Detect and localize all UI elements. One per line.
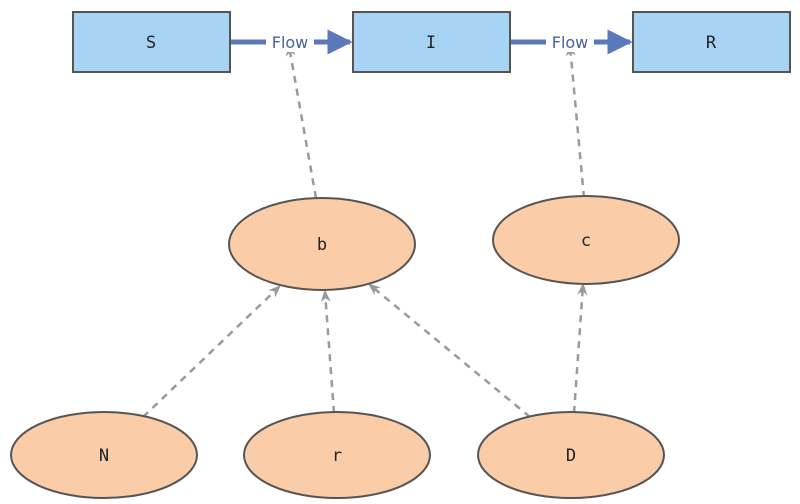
variable-b-ellipse[interactable] <box>228 197 416 291</box>
dependency-links <box>142 43 588 418</box>
variable-d[interactable]: D <box>477 411 665 499</box>
stock-r-label: R <box>706 33 717 53</box>
variable-d-ellipse[interactable] <box>477 411 665 499</box>
variable-d-label: D <box>566 446 576 466</box>
stock-s[interactable]: S <box>72 11 231 73</box>
variable-r-label: r <box>332 446 342 466</box>
flow-2-label-bg <box>546 32 594 52</box>
variable-b-label: b <box>317 235 327 255</box>
dependency-n-to-b <box>142 285 281 418</box>
variable-c-label: c <box>581 231 591 251</box>
variable-n[interactable]: N <box>10 411 198 499</box>
flow-1-label-bg <box>266 32 314 52</box>
stock-i[interactable]: I <box>352 11 511 73</box>
variable-n-ellipse[interactable] <box>10 411 198 499</box>
dependency-d-to-c <box>572 282 588 414</box>
variable-c[interactable]: c <box>492 195 680 285</box>
variable-n-label: N <box>99 446 109 466</box>
dependency-r-to-b <box>320 289 336 414</box>
stock-s-label: S <box>146 33 156 53</box>
stock-i-box[interactable] <box>352 11 511 73</box>
dependency-b-to-flow-1 <box>285 43 318 199</box>
flow-1-label: Flow <box>272 33 309 52</box>
flow-labels: Flow Flow <box>266 32 594 52</box>
variable-r[interactable]: r <box>243 411 431 499</box>
variable-r-ellipse[interactable] <box>243 411 431 499</box>
flow-2-label: Flow <box>552 33 589 52</box>
dependency-c-to-flow-2 <box>565 43 586 199</box>
stock-r-box[interactable] <box>632 11 791 73</box>
variable-b[interactable]: b <box>228 197 416 291</box>
stock-s-box[interactable] <box>72 11 231 73</box>
stock-i-label: I <box>426 33 436 53</box>
stock-r[interactable]: R <box>632 11 791 73</box>
variable-c-ellipse[interactable] <box>492 195 680 285</box>
dependency-d-to-b <box>368 283 531 418</box>
